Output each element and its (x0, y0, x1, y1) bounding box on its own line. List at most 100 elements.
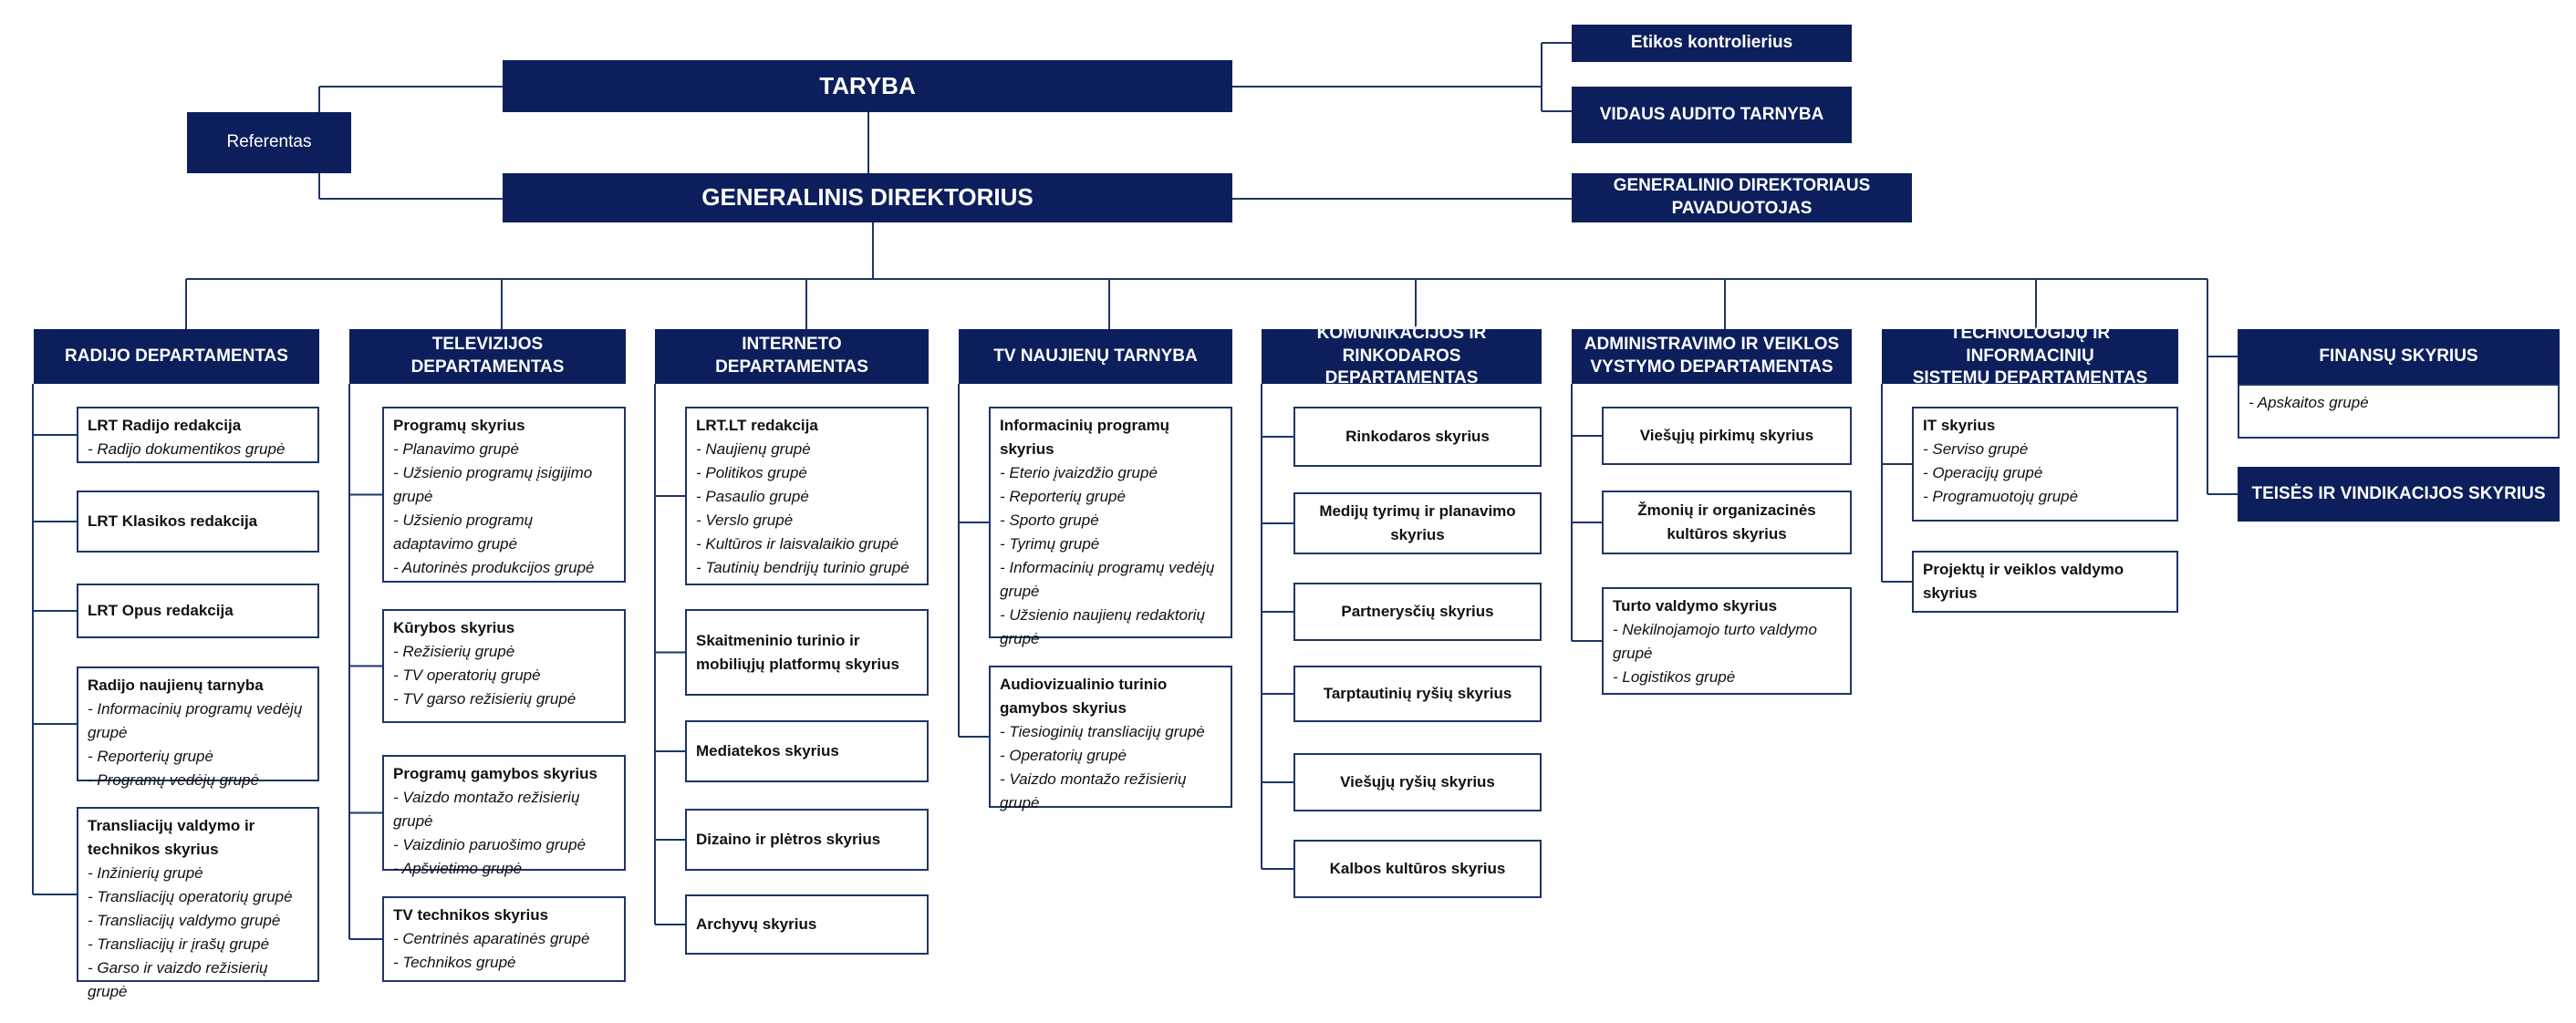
unit-group-item: - Sporto grupė (1000, 512, 1099, 529)
unit-group-item: - Vaizdinio paruošimo grupė (393, 836, 587, 853)
unit-group-item: - Užsienio programų adaptavimo grupė (393, 512, 534, 553)
col3-unit-1: Audiovizualinio turinio gamybos skyrius-… (989, 666, 1232, 811)
col2-unit-2: Mediatekos skyrius (685, 720, 929, 782)
unit-group-item: - Apšvietimo grupė (393, 860, 523, 877)
etikos-kontrolierius-box: Etikos kontrolierius (1572, 25, 1852, 62)
generalinis-direktorius-box: GENERALINIS DIREKTORIUS (503, 173, 1232, 222)
taryba-label: TARYBA (819, 71, 916, 99)
col4-unit-0: Rinkodaros skyrius (1293, 407, 1542, 467)
col0-unit-4: Transliacijų valdymo ir technikos skyriu… (77, 807, 319, 1000)
finansu-skyrius-header: FINANSŲ SKYRIUS (2238, 329, 2560, 384)
unit-group-item: - Transliacijų operatorių grupė (88, 888, 293, 905)
unit-group-item: - Informacinių programų vedėjų grupė (1000, 559, 1215, 600)
unit-group-item: - Pasaulio grupė (696, 488, 809, 505)
unit-group-item: - Radijo dokumentikos grupė (88, 440, 286, 458)
col6-unit-0: IT skyrius - Serviso grupė - Operacijų gru… (1912, 407, 2178, 522)
unit-group-item: - Nekilnojamojo turto valdymo grupė (1613, 621, 1817, 662)
col5-unit-1: Žmonių ir organizacinės kultūros skyrius (1602, 491, 1852, 554)
unit-group-item: - Autorinės produkcijos grupė (393, 559, 595, 576)
unit-title: Žmonių ir organizacinės kultūros skyrius (1637, 501, 1816, 542)
unit-title: Informacinių programų skyrius (1000, 417, 1170, 458)
unit-title: LRT Radijo redakcija (88, 417, 242, 434)
unit-group-item: - Tautinių bendrijų turinio grupė (696, 559, 909, 576)
col0-unit-2: LRT Opus redakcija (77, 584, 319, 638)
col5-header-line1: ADMINISTRAVIMO IR VEIKLOS (1584, 335, 1840, 355)
col2-unit-0: LRT.LT redakcija- Naujienų grupė- Politi… (685, 407, 929, 585)
pavaduotojas-label-line1: GENERALINIO DIREKTORIAUS (1613, 176, 1871, 196)
col1-unit-1: Kūrybos skyrius- Režisierių grupė- TV op… (382, 609, 626, 723)
teises-label: TEISĖS IR VINDIKACIJOS SKYRIUS (2251, 483, 2546, 503)
unit-title: Programų gamybos skyrius (393, 765, 597, 782)
col5-unit-0: Viešųjų pirkimų skyrius (1602, 407, 1852, 465)
etikos-kontrolierius-label: Etikos kontrolierius (1630, 33, 1793, 53)
unit-group-item: - Tiesioginių transliacijų grupė (1000, 723, 1205, 740)
col0-unit-0: LRT Radijo redakcija - Radijo dokumentiko… (77, 407, 319, 463)
vidaus-audito-label: VIDAUS AUDITO TARNYBA (1599, 104, 1824, 124)
unit-group-item: - Transliacijų ir įrašų grupė (88, 935, 270, 953)
unit-group-item: - Centrinės aparatinės grupė (393, 930, 590, 947)
vidaus-audito-box: VIDAUS AUDITO TARNYBA (1572, 87, 1852, 143)
col2-header-line2: DEPARTAMENTAS (715, 357, 868, 377)
unit-title: Dizaino ir plėtros skyrius (696, 831, 881, 848)
teises-skyrius-header: TEISĖS IR VINDIKACIJOS SKYRIUS (2238, 467, 2560, 522)
unit-group-item: - Technikos grupė (393, 954, 516, 971)
col6-header-line1: TECHNOLOGIJŲ IR INFORMACINIŲ (1949, 323, 2111, 366)
col4-unit-3: Tarptautinių ryšių skyrius (1293, 666, 1542, 722)
unit-title: Medijų tyrimų ir planavimo skyrius (1319, 502, 1516, 543)
radijo-departamentas-header: RADIJO DEPARTAMENTAS (34, 329, 319, 384)
col1-unit-0: Programų skyrius- Planavimo grupė- Užsie… (382, 407, 626, 583)
unit-title: LRT Opus redakcija (88, 602, 234, 619)
unit-title: Turto valdymo skyrius (1613, 597, 1778, 615)
col6-header-line2: SISTEMŲ DEPARTAMENTAS (1912, 368, 2148, 388)
unit-title: Partnerysčių skyrius (1341, 603, 1494, 620)
col6-unit-1: Projektų ir veiklos valdymo skyrius (1912, 551, 2178, 613)
unit-title: Mediatekos skyrius (696, 742, 839, 760)
unit-group-item: - Užsienio naujienų redaktorių grupė (1000, 606, 1205, 647)
pavaduotojas-label-line2: PAVADUOTOJAS (1671, 199, 1813, 218)
unit-group-item: - TV garso režisierių grupė (393, 690, 576, 708)
unit-title: Projektų ir veiklos valdymo skyrius (1923, 561, 2124, 602)
unit-title: Viešųjų ryšių skyrius (1340, 773, 1495, 790)
unit-title: Transliacijų valdymo ir technikos skyriu… (88, 817, 255, 858)
tv-naujienu-tarnyba-header: TV NAUJIENŲ TARNYBA (959, 329, 1232, 384)
unit-title: TV technikos skyrius (393, 906, 549, 924)
referentas-label: Referentas (226, 132, 312, 152)
generalinis-direktorius-label: GENERALINIS DIREKTORIUS (701, 183, 1034, 212)
unit-group-item: - Apskaitos grupė (2249, 394, 2369, 411)
unit-title: Viešųjų pirkimų skyrius (1639, 427, 1814, 444)
col5-header-line2: VYSTYMO DEPARTAMENTAS (1590, 357, 1833, 377)
unit-group-item: - Operacijų grupė (1923, 464, 2043, 481)
unit-group-item: - Serviso grupė (1923, 440, 2029, 458)
unit-title: Tarptautinių ryšių skyrius (1323, 685, 1512, 702)
unit-group-item: - Garso ir vaizdo režisierių grupė (88, 959, 268, 1000)
col2-unit-3: Dizaino ir plėtros skyrius (685, 809, 929, 871)
unit-group-item: - Informacinių programų vedėjų grupė (88, 700, 303, 741)
col4-header-line1: KOMUNIKACIJOS IR RINKODAROS (1316, 323, 1487, 366)
unit-group-item: - Inžinierių grupė (88, 864, 203, 882)
col1-unit-3: TV technikos skyrius - Centrinės aparatin… (382, 896, 626, 982)
unit-group-item: - Programų vedėjų grupė (88, 771, 260, 789)
unit-title: Archyvų skyrius (696, 915, 817, 933)
referentas-box: Referentas (187, 112, 351, 173)
col7-unit-0: - Apskaitos grupė (2238, 384, 2560, 439)
unit-title: Radijo naujienų tarnyba (88, 677, 264, 694)
col1-unit-2: Programų gamybos skyrius- Vaizdo montažo… (382, 755, 626, 877)
unit-group-item: - TV operatorių grupė (393, 666, 541, 684)
col7-header-line1: FINANSŲ SKYRIUS (2319, 346, 2478, 366)
unit-title: IT skyrius (1923, 417, 1996, 434)
unit-group-item: - Vaizdo montažo režisierių grupė (1000, 770, 1187, 811)
unit-title: Skaitmeninio turinio ir mobiliųjų platfo… (696, 631, 899, 673)
unit-group-item: - Užsienio programų įsigijimo grupė (393, 464, 593, 505)
unit-title: Programų skyrius (393, 417, 525, 434)
col4-unit-2: Partnerysčių skyrius (1293, 583, 1542, 641)
pavaduotojas-box: GENERALINIO DIREKTORIAUS PAVADUOTOJAS (1572, 173, 1912, 222)
unit-title: LRT.LT redakcija (696, 417, 818, 434)
col4-unit-5: Kalbos kultūros skyrius (1293, 840, 1542, 898)
col0-header-line1: RADIJO DEPARTAMENTAS (65, 346, 288, 366)
